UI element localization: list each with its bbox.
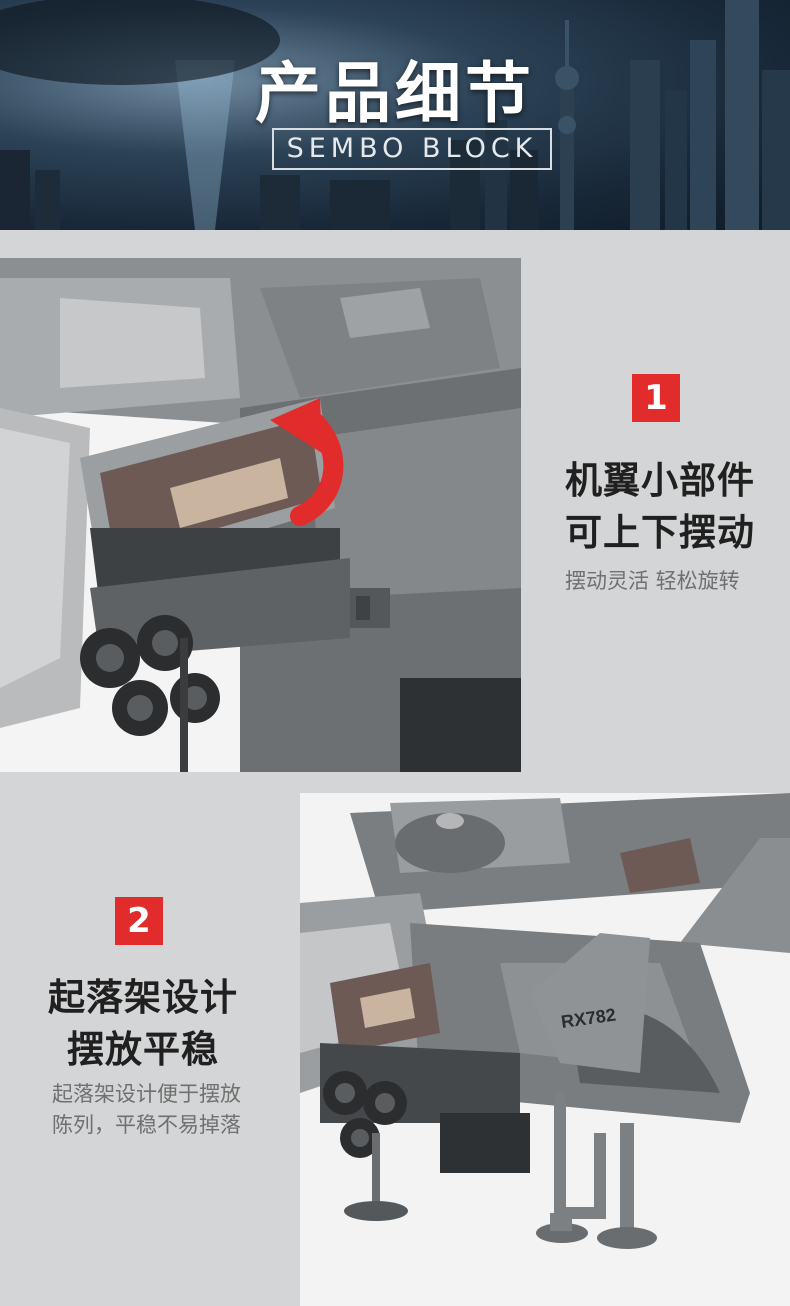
banner-title: 产品细节 bbox=[255, 55, 535, 132]
feature-1-number-badge: 1 bbox=[632, 374, 680, 422]
feature-1-heading-line1: 机翼小部件 bbox=[565, 459, 755, 502]
feature-2-description: 起落架设计便于摆放 陈列，平稳不易掉落 bbox=[52, 1079, 262, 1141]
landing-gear-photo: RX782 bbox=[300, 793, 790, 1306]
feature-1-description: 摆动灵活 轻松旋转 bbox=[565, 569, 740, 593]
feature-2-description-line2: 陈列，平稳不易掉落 bbox=[52, 1113, 241, 1137]
feature-2-number-badge: 2 bbox=[115, 897, 163, 945]
feature-2-heading-line1: 起落架设计 bbox=[48, 976, 238, 1019]
city-skyline-illustration bbox=[0, 0, 790, 230]
feature-2-heading-line2: 摆放平稳 bbox=[67, 1028, 219, 1071]
feature-2-description-line1: 起落架设计便于摆放 bbox=[52, 1082, 241, 1106]
landing-gear-illustration: RX782 bbox=[300, 793, 790, 1306]
wing-detail-illustration bbox=[0, 258, 521, 772]
header-banner: 产品细节 SEMBO BLOCK bbox=[0, 0, 790, 230]
banner-subtitle: SEMBO BLOCK bbox=[272, 128, 552, 170]
wing-detail-photo bbox=[0, 258, 521, 772]
feature-2-heading: 起落架设计 摆放平稳 bbox=[48, 972, 238, 1076]
feature-1-heading-line2: 可上下摆动 bbox=[565, 511, 755, 554]
feature-1-heading: 机翼小部件 可上下摆动 bbox=[565, 455, 755, 559]
